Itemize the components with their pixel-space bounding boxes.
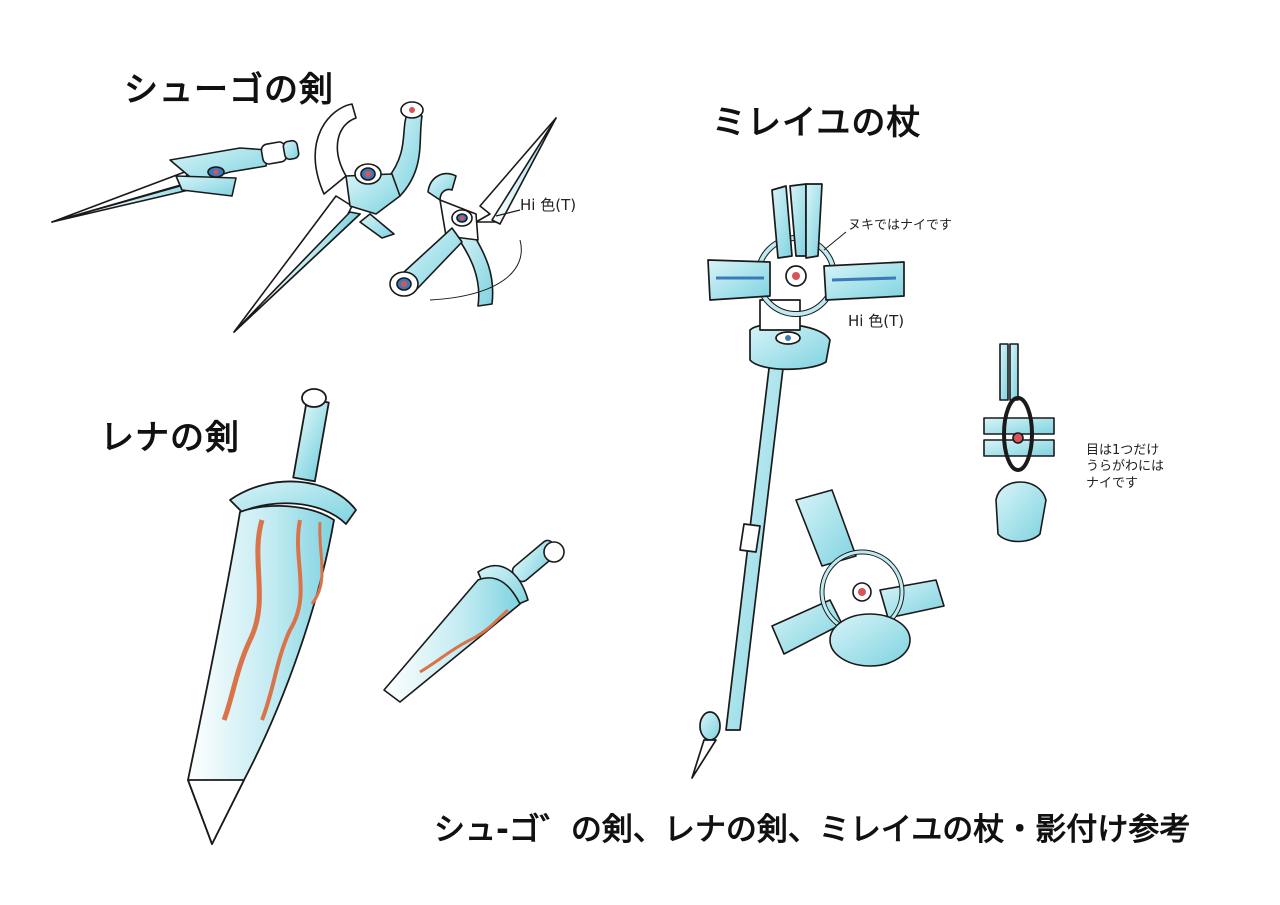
sheet-caption: シュ-ゴ゛の剣、レナの剣、ミレイユの杖・影付け参考 xyxy=(434,812,1191,848)
rena-sword-small xyxy=(383,539,565,703)
shugo-sword-title: シューゴの剣 xyxy=(124,70,334,110)
not-cutout-note: ヌキではナイです xyxy=(848,218,953,233)
highlight-color-note-left: Hi 色(T) xyxy=(520,196,577,214)
mireiyu-staff-title: ミレイユの杖 xyxy=(712,103,922,143)
shugo-sword-view-2 xyxy=(233,101,424,333)
single-eye-note-line-1: 目は1つだけ xyxy=(1086,443,1160,458)
rena-sword-title: レナの剣 xyxy=(100,418,240,458)
single-eye-note: 目は1つだけ うらがわには ナイです xyxy=(1086,443,1164,492)
mireiyu-staff-main xyxy=(691,183,905,779)
single-eye-note-line-2: うらがわには xyxy=(1086,459,1165,475)
mireiyu-staff-side-view xyxy=(983,343,1055,543)
single-eye-note-line-3: ナイです xyxy=(1086,475,1139,491)
shugo-sword-view-1 xyxy=(51,139,300,223)
rena-sword-large xyxy=(187,388,357,845)
highlight-color-note-right: Hi 色(T) xyxy=(848,312,905,330)
mireiyu-staff-head-detail xyxy=(771,489,945,667)
shugo-sword-view-3 xyxy=(389,117,557,307)
